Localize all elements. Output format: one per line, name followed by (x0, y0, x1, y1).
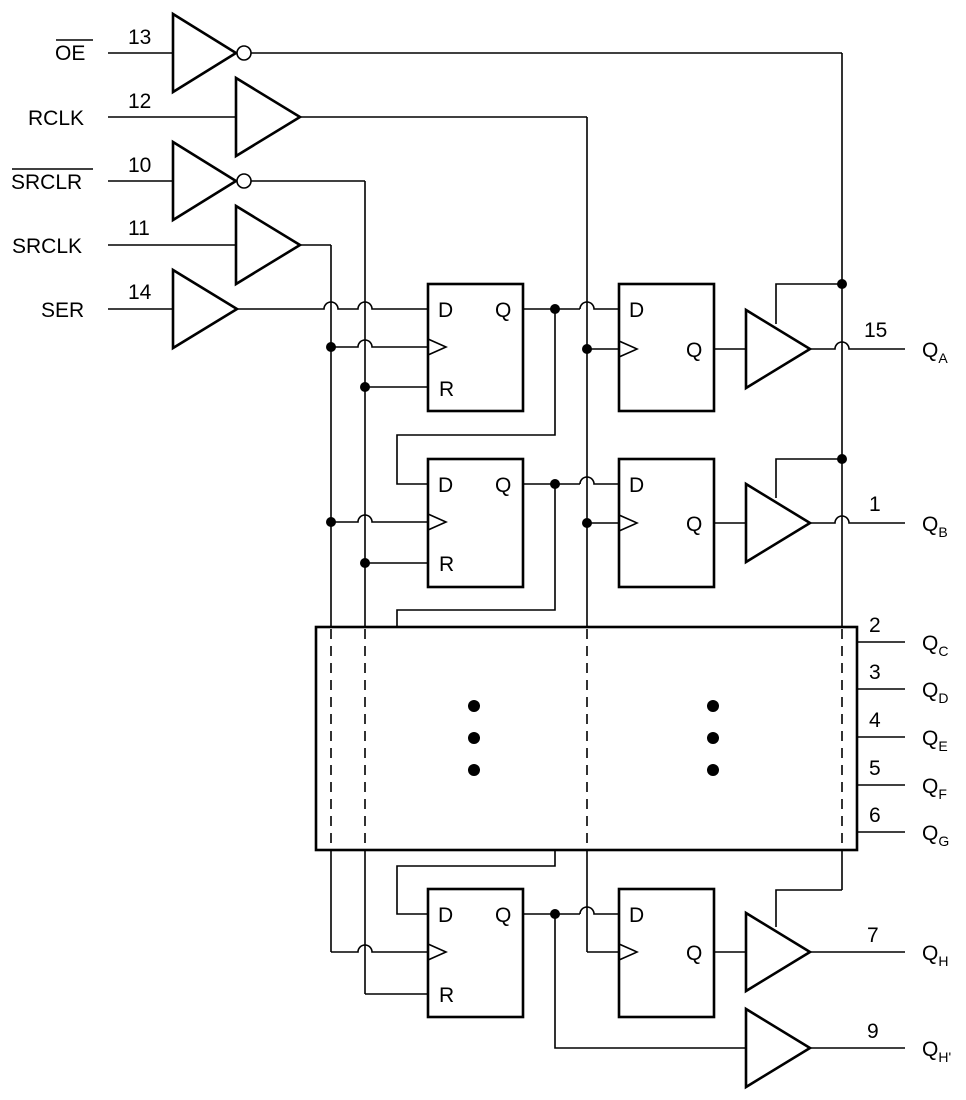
oe-enable-wire-b (775, 458, 842, 498)
ff-q-label: Q (495, 904, 511, 927)
output-buffer-a (744, 307, 813, 391)
clock-triangle-icon (427, 513, 448, 531)
ff-r-label: R (439, 553, 454, 576)
qd-label: QD (922, 679, 948, 706)
oe-inverter (171, 11, 239, 95)
oe-inverter-bubble (236, 45, 252, 61)
ff-r-label: R (439, 378, 454, 401)
qg-pin-number: 6 (869, 804, 881, 827)
qb-label: QB (922, 513, 948, 540)
qh-label: QH (922, 942, 948, 969)
ffh-clock-wire (331, 944, 428, 953)
ff2-clock-wire (331, 514, 428, 523)
qc-pin-number: 2 (869, 614, 881, 637)
srclk-label: SRCLK (12, 235, 82, 258)
ff1-to-ff2-wire (396, 309, 556, 485)
ellipsis-dot (468, 700, 480, 712)
ff2-q-to-latch-d-wire (579, 476, 619, 485)
ff-q-label: Q (686, 339, 702, 362)
qe-label: QE (922, 727, 948, 754)
ser-label: SER (41, 299, 84, 322)
output-buffer-h (744, 910, 813, 994)
junction-dot (837, 279, 847, 289)
qa-pin-number: 15 (864, 319, 887, 342)
ff1-q-to-latch-d-wire (579, 301, 619, 310)
ellipsis-dot (707, 732, 719, 744)
qh-prime-label: QH' (922, 1038, 951, 1065)
rclk-buffer (234, 75, 303, 159)
ff-q-label: Q (686, 942, 702, 965)
srclr-inverter (171, 139, 239, 223)
ser-buffer (171, 267, 240, 351)
ff-d-label: D (629, 299, 644, 322)
ff-d-label: D (438, 904, 453, 927)
clock-triangle-icon (427, 338, 448, 356)
srclk-buffer (234, 203, 303, 287)
ellipsis-dot (707, 764, 719, 776)
ff-d-label: D (629, 474, 644, 497)
qd-pin-number: 3 (869, 661, 881, 684)
qg-label: QG (922, 822, 949, 849)
ellipsis-dot (707, 700, 719, 712)
qa-output-wire (810, 341, 905, 350)
ellipsis-dot (468, 764, 480, 776)
clock-triangle-icon (618, 340, 639, 358)
clock-triangle-icon (427, 943, 448, 961)
ff1-clock-wire (331, 339, 428, 348)
junction-dot (360, 558, 370, 568)
srclr-inverter-bubble (236, 173, 252, 189)
oe-pin-number: 13 (128, 26, 151, 49)
qb-pin-number: 1 (869, 493, 881, 516)
qh-pin-number: 7 (867, 924, 879, 947)
junction-dot (582, 518, 592, 528)
elided-to-ffh-wire (396, 850, 556, 915)
qc-label: QC (922, 632, 948, 659)
ff-d-label: D (629, 904, 644, 927)
qh-prime-pin-number: 9 (867, 1020, 879, 1043)
qf-pin-number: 5 (869, 757, 881, 780)
ff-q-label: Q (495, 299, 511, 322)
ff2-to-elided-wire (396, 484, 556, 627)
oe-enable-wire-h (775, 889, 842, 927)
ellipsis-dot (468, 732, 480, 744)
junction-dot (326, 342, 336, 352)
ff-q-label: Q (686, 513, 702, 536)
srclr-pin-number: 10 (128, 154, 151, 177)
srclk-pin-number: 11 (128, 217, 150, 240)
clock-triangle-icon (618, 514, 639, 532)
qf-label: QF (922, 775, 947, 802)
qa-label: QA (922, 339, 948, 366)
ffh-q-to-latch-d-wire (579, 906, 619, 915)
srclr-label: SRCLR (11, 171, 82, 194)
ff-d-label: D (438, 474, 453, 497)
ff-d-label: D (438, 299, 453, 322)
oe-label: OE (55, 42, 85, 65)
output-buffer-h-prime (744, 1006, 813, 1090)
qe-pin-number: 4 (869, 709, 881, 732)
ser-pin-number: 14 (128, 281, 152, 304)
ff-q-label: Q (495, 474, 511, 497)
junction-dot (837, 454, 847, 464)
oe-enable-wire-a (775, 283, 842, 324)
junction-dot (326, 517, 336, 527)
clock-triangle-icon (618, 943, 639, 961)
qb-output-wire (810, 515, 905, 524)
ff-r-label: R (439, 984, 454, 1007)
qh-prime-wire (554, 914, 746, 1049)
rclk-label: RCLK (28, 107, 84, 130)
rclk-pin-number: 12 (128, 90, 151, 113)
output-buffer-b (744, 481, 813, 565)
junction-dot (360, 382, 370, 392)
ser-to-ff1-d-wire (237, 301, 428, 310)
junction-dot (582, 344, 592, 354)
